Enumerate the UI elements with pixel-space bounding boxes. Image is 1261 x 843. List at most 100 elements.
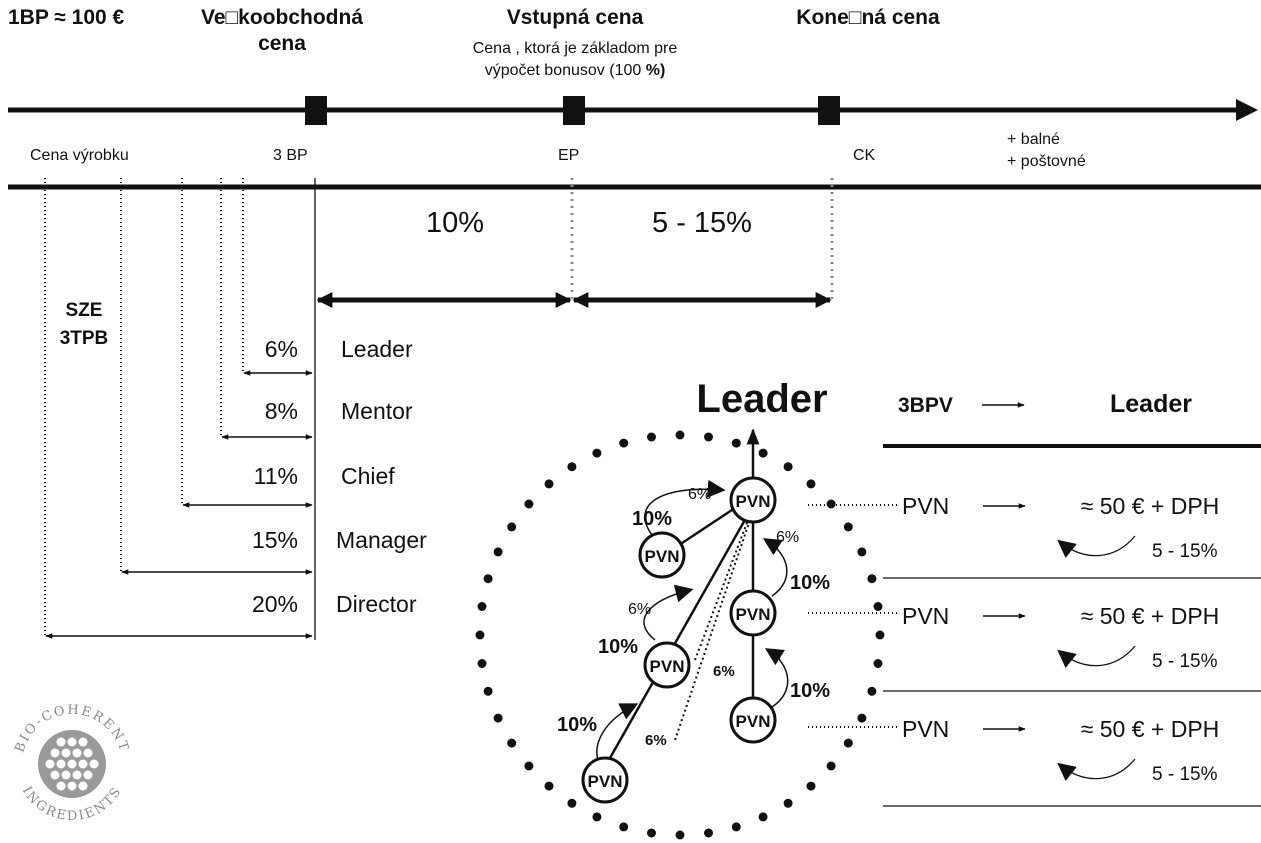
logo-dot-grid (45, 737, 99, 791)
bio-coherent-logo: BIO-COHERENT INGREDIENTS (12, 703, 129, 824)
ring-dot (758, 812, 768, 822)
ring-dot (873, 602, 883, 611)
ring-dot (483, 686, 493, 696)
wholesale-title-line2: cena (258, 32, 306, 55)
row-range: 5 - 15% (1152, 651, 1218, 672)
packaging-label: + balné (1007, 131, 1060, 148)
wholesale-marker (305, 96, 327, 125)
ring-dot (507, 738, 517, 748)
pct-bottom-10: 10% (557, 714, 597, 736)
ring-dot (826, 761, 836, 771)
node-circle (581, 756, 629, 804)
leader-pct: 6% (265, 336, 298, 362)
dotted-edge-inner-top (694, 519, 749, 661)
ring-dot (647, 828, 656, 838)
chief-name: Chief (341, 463, 395, 489)
row-value: ≈ 50 € + DPH (1081, 716, 1220, 742)
ring-dot (524, 499, 534, 509)
entry-price-title: Vstupná cena (507, 6, 644, 29)
row-range: 5 - 15% (1152, 541, 1218, 562)
node-circle (638, 531, 686, 579)
ring-dot (806, 781, 816, 791)
wholesale-title-line1: Ve□koobchodná (201, 6, 363, 29)
row-node-label: PVN (902, 493, 949, 519)
ring-dot (567, 462, 577, 472)
node-right-low: PVN (729, 696, 777, 744)
bonus-arrow-upline-left (644, 479, 726, 536)
node-left-mid: PVN (643, 641, 691, 689)
node-top: PVN (729, 476, 777, 524)
table-row-3: PVN ≈ 50 € + DPH 5 - 15% (902, 716, 1219, 785)
table-header-right: Leader (1110, 390, 1192, 418)
node-bottom: PVN (581, 756, 629, 804)
ring-dot (544, 781, 554, 791)
ring-dot (704, 828, 713, 838)
pct-right-6: 6% (776, 529, 799, 546)
node-label: PVN (736, 492, 771, 511)
sze-label-line1: SZE (66, 300, 103, 321)
ring-dot (483, 574, 493, 584)
node-left-upper: PVN (638, 531, 686, 579)
node-right-mid: PVN (729, 589, 777, 637)
row-curved-arrow (1057, 535, 1136, 559)
ring-dot (477, 659, 487, 668)
pct-mid-left-10: 10% (598, 636, 638, 658)
leader-name: Leader (341, 336, 413, 362)
pct-right-mid-10: 10% (790, 572, 830, 594)
ring-dot (875, 630, 885, 640)
ring-dot (524, 761, 534, 771)
pct-inner-6: 6% (713, 663, 735, 680)
ring-dot (758, 448, 768, 458)
network-dotted-ring (475, 430, 885, 840)
pct-right-low-10: 10% (790, 680, 830, 702)
manager-pct: 15% (252, 527, 298, 553)
ring-dot (477, 602, 487, 611)
ring-dot (843, 522, 853, 532)
mentor-name: Mentor (341, 398, 413, 424)
row-value: ≈ 50 € + DPH (1081, 603, 1220, 629)
ring-dot (475, 630, 485, 640)
postage-label: + poštovné (1007, 153, 1086, 170)
row-node-label: PVN (902, 603, 949, 629)
ring-dot (567, 798, 577, 808)
price-axis-arrowhead (1236, 99, 1258, 121)
node-circle (729, 476, 777, 524)
ring-dot (619, 438, 629, 448)
director-pct: 20% (252, 591, 298, 617)
ring-dot (867, 574, 877, 584)
ep-label: EP (558, 147, 579, 164)
ring-dot (783, 798, 793, 808)
node-circle (643, 641, 691, 689)
ring-dot (507, 522, 517, 532)
row-curved-arrow (1057, 758, 1136, 782)
ring-dot (704, 432, 713, 442)
dotted-edge-bottom-top (674, 519, 751, 741)
pct-mid-left-6: 6% (628, 601, 651, 618)
final-price-title: Kone□ná cena (796, 6, 940, 29)
ring-dot (857, 713, 867, 723)
ring-dot (826, 499, 836, 509)
product-price-label: Cena výrobku (30, 147, 129, 164)
ep-margin-pct: 10% (426, 207, 484, 239)
bonus-arrow-mid-left (643, 584, 694, 641)
ring-dot (675, 830, 685, 840)
node-circle (729, 589, 777, 637)
node-label: PVN (588, 772, 623, 791)
node-circle (729, 696, 777, 744)
pct-upline-left-6: 6% (688, 486, 711, 503)
node-label: PVN (736, 712, 771, 731)
ring-dot (493, 547, 503, 557)
row-curved-arrow (1057, 645, 1136, 669)
ring-dot (592, 448, 602, 458)
row-value: ≈ 50 € + DPH (1081, 493, 1220, 519)
director-name: Director (336, 591, 417, 617)
entry-price-marker (563, 96, 585, 125)
chief-pct: 11% (254, 463, 298, 489)
table-row-2: PVN ≈ 50 € + DPH 5 - 15% (902, 603, 1219, 672)
table-row-1: PVN ≈ 50 € + DPH 5 - 15% (902, 493, 1219, 562)
ring-dot (867, 686, 877, 696)
ring-dot (592, 812, 602, 822)
ring-dot (731, 438, 741, 448)
